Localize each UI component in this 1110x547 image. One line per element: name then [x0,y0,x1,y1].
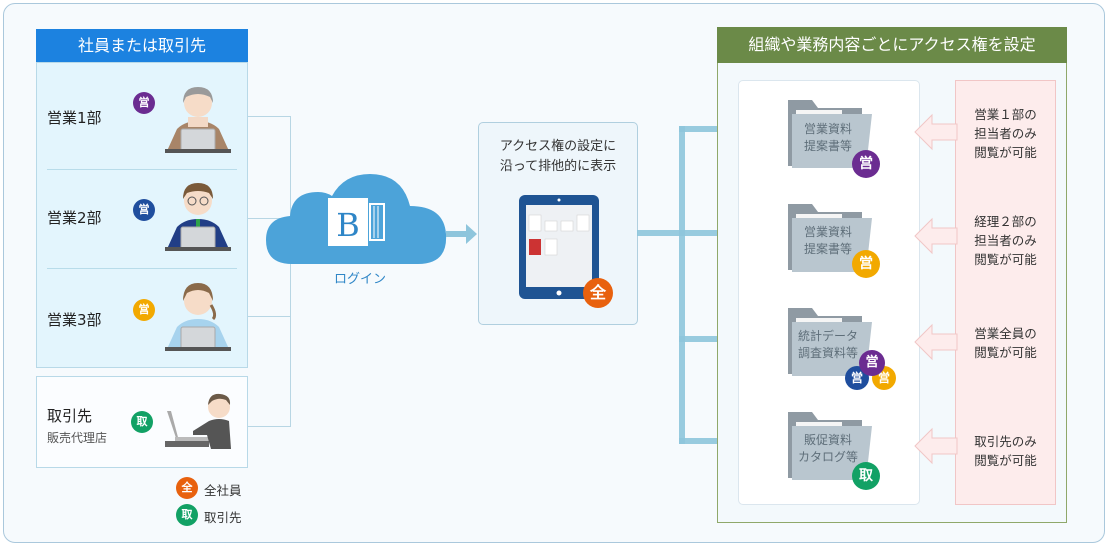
arrow-left-icon [914,427,958,465]
dept-sales-1-label: 営業1部 [47,109,102,127]
partner-group: 取引先 販売代理店 取 [36,376,248,468]
folder-1-badge: 営 [852,150,880,178]
legend-all-label: 全社員 [204,483,242,498]
permission-2-text: 経理２部の担当者のみ閲覧が可能 [974,214,1037,267]
person-partner-icon [165,393,231,449]
connector-line [248,116,291,117]
legend-partner-badge: 取 [176,504,198,526]
arrow-right-icon [446,224,477,244]
cloud-icon[interactable]: B [262,172,452,272]
access-display-box: アクセス権の設定に 沿って排他的に表示 全 [478,122,638,325]
folder-icon[interactable] [782,408,878,484]
sales2-badge: 営 [133,199,155,221]
tablet-icon [519,195,599,299]
legend-all-badge: 全 [176,477,198,499]
folder-1-label: 営業資料提案書等 [803,122,852,153]
arrow-left-icon [914,217,958,255]
cloud-logo-letter: B [336,206,360,244]
folder-icon[interactable] [782,304,878,380]
partner-label: 取引先 [47,407,93,425]
connector-line [248,316,291,317]
connector-line [290,116,291,427]
separator [47,268,237,269]
folder-3-label: 統計データ調査資料等 [797,329,858,360]
folder-2-label: 営業資料提案書等 [803,225,852,256]
folder-2-badge: 営 [852,250,880,278]
folder-4-badge: 取 [852,462,880,490]
sales1-badge: 営 [133,92,155,114]
employee-group: 営業1部 営 営業2部 営 営業3部 営 [36,62,248,368]
arrow-left-icon [914,323,958,361]
folder-icon[interactable] [782,200,878,276]
folder-3-badge-sales1: 営 [859,350,885,376]
person-sales2-icon [165,183,231,251]
access-display-text: アクセス権の設定に 沿って排他的に表示 [499,139,617,174]
arrow-left-icon [914,113,958,151]
right-panel-title: 組織や業務内容ごとにアクセス権を設定 [717,27,1067,63]
login-label: ログイン [333,272,386,287]
permission-4-text: 取引先のみ閲覧が可能 [974,434,1037,468]
left-panel-title: 社員または取引先 [36,29,248,62]
all-employees-badge: 全 [583,278,613,308]
separator [47,169,237,170]
permission-3-text: 営業全員の閲覧が可能 [974,326,1037,360]
legend-partner-label: 取引先 [204,510,242,525]
dept-sales-2-label: 営業2部 [47,209,102,227]
connector-line [248,218,291,219]
permission-1-text: 営業１部の担当者のみ閲覧が可能 [974,107,1037,160]
partner-sublabel: 販売代理店 [47,431,108,445]
dept-sales-3-label: 営業3部 [47,311,102,329]
person-sales1-icon [165,87,231,153]
folder-4-label: 販促資料カタログ等 [797,433,858,464]
partner-badge: 取 [131,411,153,433]
person-sales3-icon [165,283,231,351]
sales3-badge: 営 [133,299,155,321]
permission-area [955,80,1056,505]
folder-icon[interactable] [782,96,878,172]
connector-line [248,426,291,427]
